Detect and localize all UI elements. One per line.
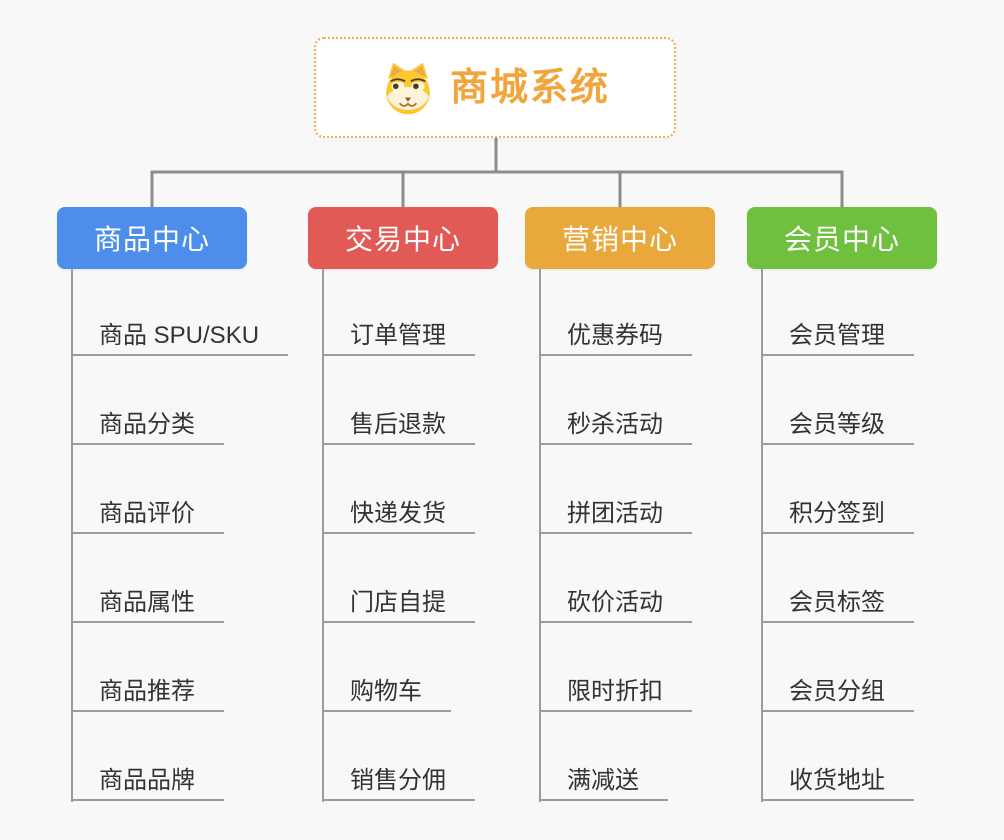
leaf-node[interactable]: 会员标签 xyxy=(761,589,914,623)
branch-node[interactable]: 交易中心 xyxy=(308,207,498,269)
root-node[interactable]: 商城系统 xyxy=(314,37,676,138)
leaf-node[interactable]: 会员管理 xyxy=(761,322,914,356)
leaf-node[interactable]: 限时折扣 xyxy=(539,678,692,712)
leaf-node[interactable]: 购物车 xyxy=(322,678,451,712)
leaf-node[interactable]: 满减送 xyxy=(539,767,668,801)
branch-node[interactable]: 营销中心 xyxy=(525,207,715,269)
branch-child-line xyxy=(539,269,541,802)
leaf-node[interactable]: 商品品牌 xyxy=(71,767,224,801)
leaf-node[interactable]: 会员等级 xyxy=(761,411,914,445)
leaf-node[interactable]: 商品推荐 xyxy=(71,678,224,712)
leaf-node[interactable]: 商品属性 xyxy=(71,589,224,623)
leaf-node[interactable]: 门店自提 xyxy=(322,589,475,623)
leaf-node[interactable]: 商品 SPU/SKU xyxy=(71,322,289,356)
branch-child-line xyxy=(761,269,763,802)
leaf-node[interactable]: 拼团活动 xyxy=(539,500,692,534)
dog-face-icon xyxy=(386,62,430,114)
branch-child-line xyxy=(322,269,324,802)
leaf-node[interactable]: 商品分类 xyxy=(71,411,224,445)
branch-node[interactable]: 会员中心 xyxy=(747,207,937,269)
leaf-node[interactable]: 砍价活动 xyxy=(539,589,692,623)
leaf-node[interactable]: 收货地址 xyxy=(761,767,914,801)
leaf-node[interactable]: 快递发货 xyxy=(322,500,475,534)
leaf-node[interactable]: 优惠券码 xyxy=(539,322,692,356)
root-title: 商城系统 xyxy=(449,66,610,109)
leaf-node[interactable]: 积分签到 xyxy=(761,500,914,534)
leaf-node[interactable]: 会员分组 xyxy=(761,678,914,712)
leaf-node[interactable]: 商品评价 xyxy=(71,500,224,534)
leaf-node[interactable]: 秒杀活动 xyxy=(539,411,692,445)
leaf-node[interactable]: 订单管理 xyxy=(322,322,475,356)
branch-node[interactable]: 商品中心 xyxy=(57,207,247,269)
leaf-node[interactable]: 销售分佣 xyxy=(322,767,475,801)
leaf-node[interactable]: 售后退款 xyxy=(322,411,475,445)
branch-child-line xyxy=(71,269,73,802)
